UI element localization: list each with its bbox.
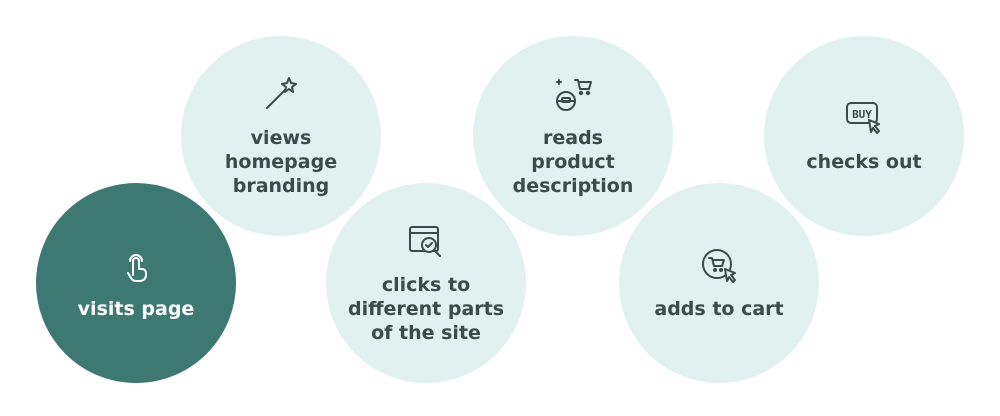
step-label: reads product description: [512, 127, 634, 197]
tap-finger-icon: [127, 254, 147, 282]
cart-cursor-icon: [702, 249, 736, 283]
step-label: views homepage branding: [224, 127, 338, 197]
magic-wand-icon: [266, 77, 297, 109]
step-views-homepage-branding: views homepage branding: [176, 31, 386, 241]
step-reads-product-description: reads product description: [468, 31, 678, 241]
buy-button-icon: BUY: [846, 102, 880, 134]
step-label: clicks to different parts of the site: [347, 274, 505, 344]
step-checks-out: BUY checks out: [759, 31, 969, 241]
step-label: adds to cart: [654, 298, 784, 320]
buy-button-text: BUY: [852, 108, 872, 121]
step-clicks-different-parts: clicks to different parts of the site: [321, 178, 531, 388]
step-adds-to-cart: adds to cart: [614, 178, 824, 388]
shopper-cart-icon: [556, 79, 592, 111]
step-label: checks out: [806, 151, 922, 173]
step-visits-page: visits page: [31, 178, 241, 388]
browser-search-icon: [409, 226, 441, 257]
step-label: visits page: [77, 298, 195, 320]
